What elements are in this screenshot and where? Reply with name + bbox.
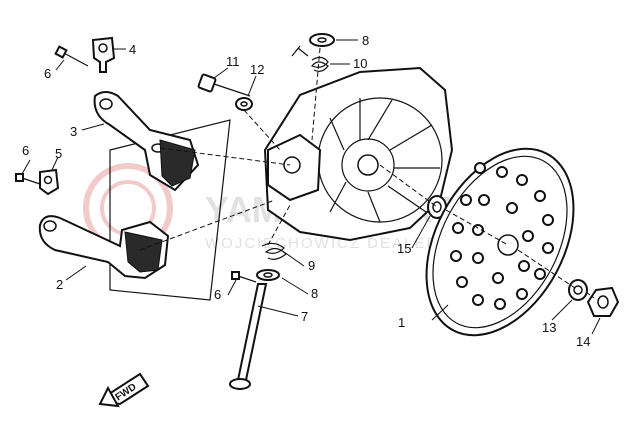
- callout-6-lower: 6: [214, 287, 221, 302]
- part-1-brake-disc: [425, 147, 575, 337]
- callout-8-top: 8: [362, 33, 369, 48]
- part-12-nut: [235, 97, 253, 111]
- callout-8-lower: 8: [311, 286, 318, 301]
- callout-11: 11: [226, 54, 240, 69]
- part-8-washer-top: [309, 33, 335, 47]
- callout-7: 7: [301, 309, 308, 324]
- part-14-nut: [586, 286, 620, 317]
- callout-9: 9: [308, 258, 315, 273]
- callout-14: 14: [576, 334, 590, 349]
- callout-15: 15: [397, 241, 411, 256]
- callout-5: 5: [55, 146, 62, 161]
- rear-housing: [263, 66, 454, 242]
- leader-lines: [21, 39, 601, 335]
- part-9-spring: [261, 242, 287, 260]
- callout-2: 2: [56, 277, 63, 292]
- part-6-bolt-top: [54, 45, 89, 67]
- disc-holes: [450, 162, 554, 310]
- part-7-shaft: [229, 283, 268, 390]
- part-8-washer-lower: [256, 269, 280, 281]
- assembly-lines: [139, 47, 595, 299]
- callout-1: 1: [398, 315, 405, 330]
- callout-6-top: 6: [44, 66, 51, 81]
- callout-12: 12: [250, 62, 264, 77]
- part-15-washer: [427, 195, 447, 219]
- part-6-bolt-lower: [231, 271, 257, 283]
- callout-4: 4: [129, 42, 136, 57]
- part-10-spring: [291, 45, 329, 72]
- part-5-clip: [39, 168, 60, 196]
- callout-labels: 1 2 3 4 5 6 6 6 7 8 8 9 10 11 12 13 14 1…: [22, 33, 590, 349]
- housing-fins: [329, 98, 440, 223]
- part-11-bolt: [197, 73, 251, 97]
- fwd-arrow-icon: FWD: [98, 372, 150, 408]
- part-6-bolt-left: [15, 173, 41, 185]
- callout-10: 10: [353, 56, 367, 71]
- callout-3: 3: [70, 124, 77, 139]
- callout-13: 13: [542, 320, 556, 335]
- part-4-clip: [91, 36, 116, 73]
- part-2-lower-bracket: [38, 215, 170, 280]
- callout-6-left: 6: [22, 143, 29, 158]
- part-3-upper-bracket: [93, 91, 200, 192]
